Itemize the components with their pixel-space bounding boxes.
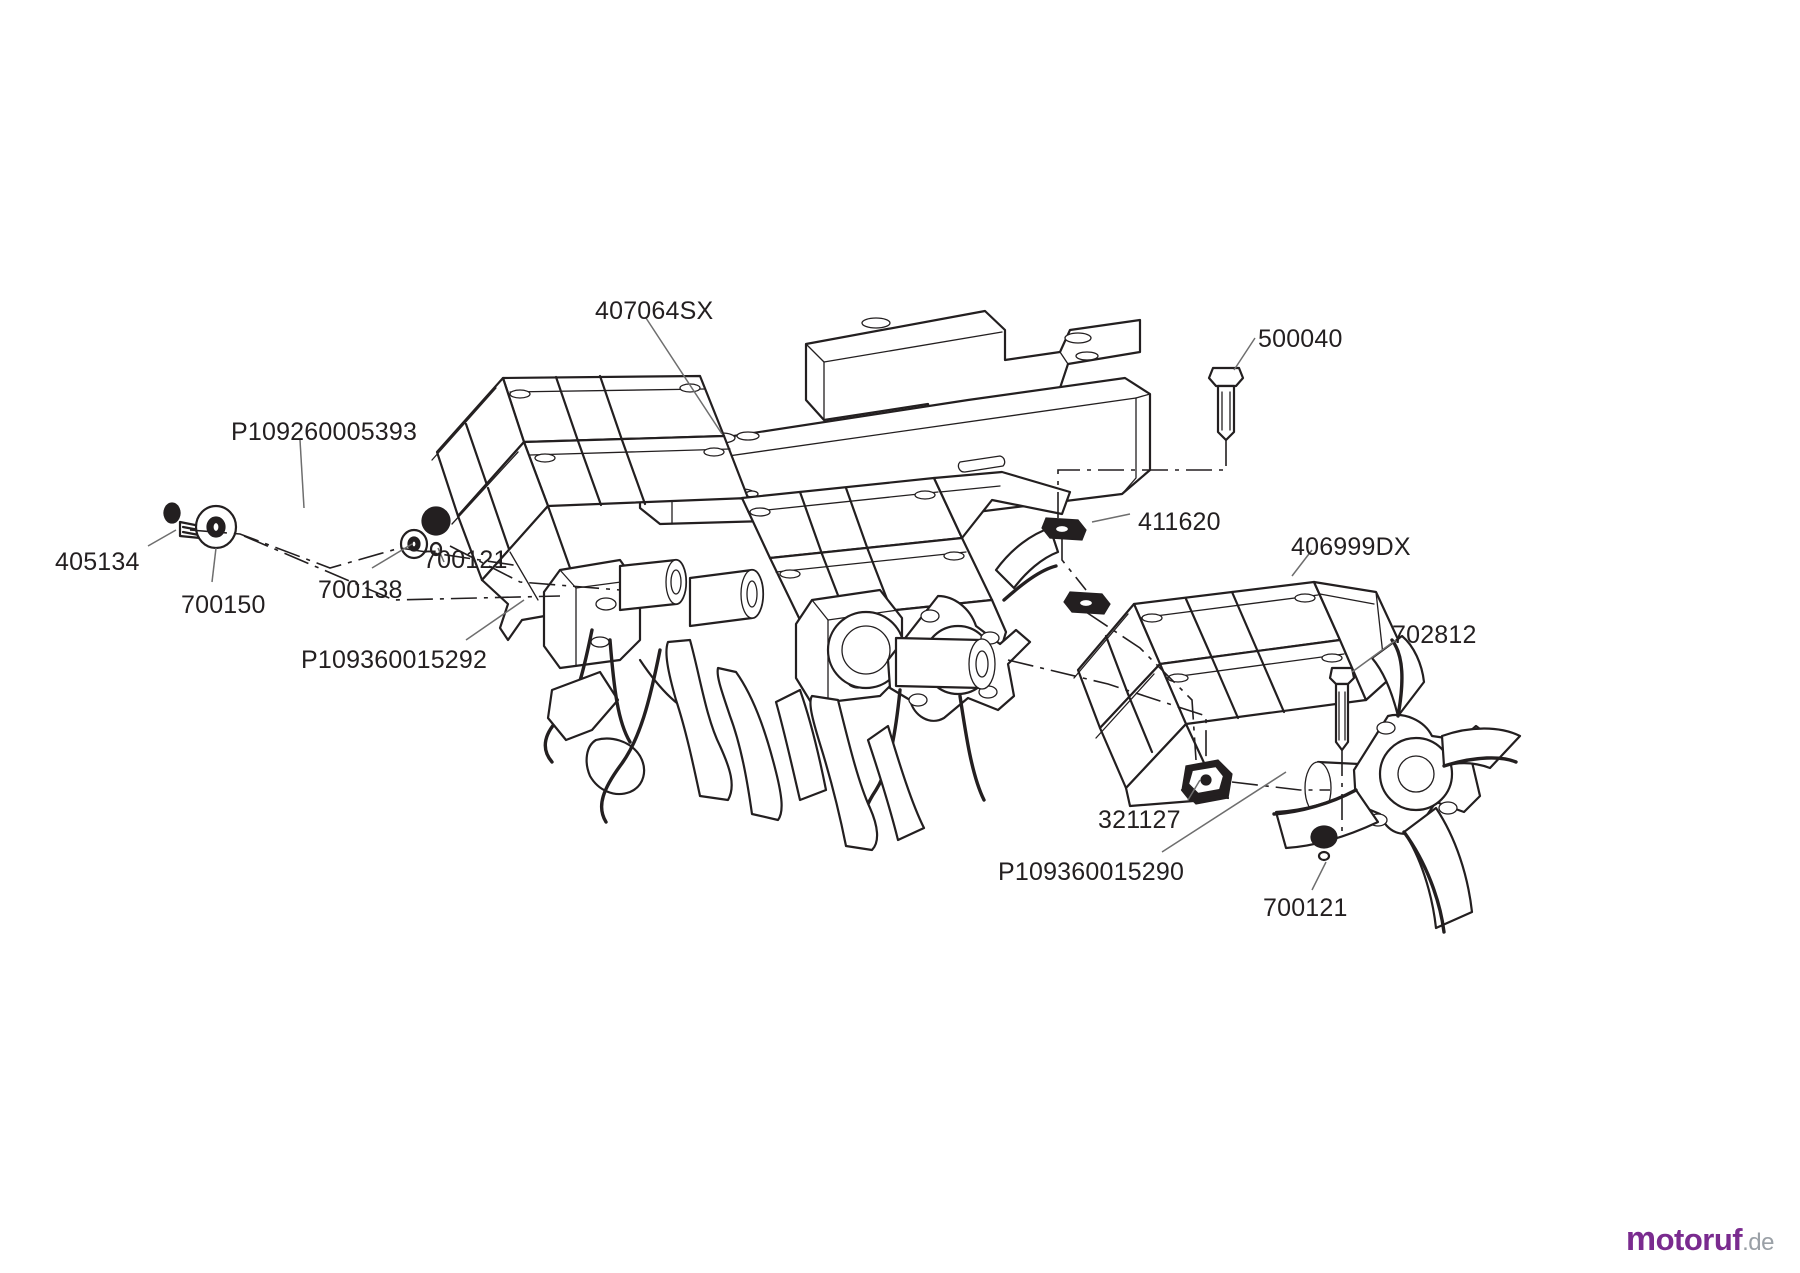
callout-702812: 702812 (1392, 621, 1477, 649)
watermark-brand-lead: m (1625, 1220, 1656, 1258)
callout-321127: 321127 (1098, 806, 1181, 834)
fastener-700121-nut-lower (1310, 825, 1338, 862)
center-rotor-star (794, 526, 1060, 852)
callout-500040: 500040 (1258, 325, 1343, 353)
callout-700121-lower: 700121 (1263, 894, 1348, 922)
callout-700138: 700138 (318, 576, 403, 604)
fastener-700150-washer (194, 504, 238, 550)
right-guard-panel-406999DX (1073, 580, 1404, 808)
left-tine-assembly (542, 558, 828, 824)
callout-leader-lines (147, 317, 1397, 891)
fastener-411620-clip (1041, 517, 1111, 615)
callout-P109360015290: P109360015290 (998, 858, 1185, 886)
left-guard-panel-407064SX (431, 374, 750, 642)
callout-P109260005393: P109260005393 (231, 418, 418, 446)
assembly-axis-lines (189, 440, 1343, 838)
callout-700150: 700150 (181, 591, 266, 619)
callout-P109360015292: P109360015292 (301, 646, 488, 674)
watermark-brand: otoruf (1655, 1222, 1743, 1257)
callout-405134: 405134 (55, 548, 140, 576)
fastener-405134-screw (163, 502, 202, 540)
watermark-suffix: .de (1742, 1229, 1774, 1256)
right-tine-star-assembly (1272, 634, 1522, 934)
callout-411620: 411620 (1138, 508, 1221, 536)
callout-700121-upper: 700121 (423, 546, 508, 574)
callout-407064SX: 407064SX (595, 297, 714, 325)
callout-406999DX: 406999DX (1291, 533, 1411, 561)
fastener-321127-square-nut (1180, 759, 1233, 805)
site-watermark: motoruf.de (1625, 1220, 1775, 1259)
fastener-500040-bolt (1207, 366, 1245, 442)
fastener-702812-bolt (1328, 666, 1356, 752)
fastener-700121-nut-upper (421, 506, 451, 557)
